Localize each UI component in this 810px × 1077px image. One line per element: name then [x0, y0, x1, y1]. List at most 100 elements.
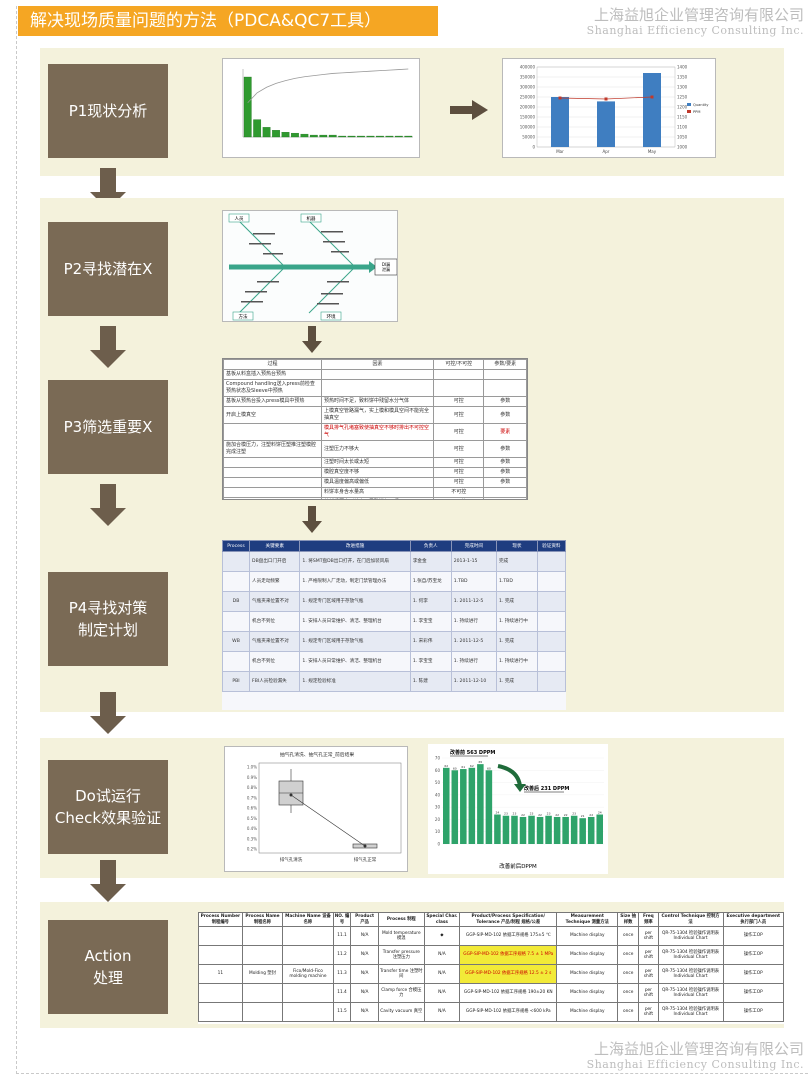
table-cell: 人员走动频繁 [249, 571, 301, 592]
table-row: 基板从料盒插入预热台预热 [223, 369, 527, 380]
column-header: Process Number 制程编号 [198, 912, 243, 927]
table-cell [321, 369, 434, 380]
fishbone-diagram: DI漏 泄漏 人员 机器 方法 环境 [222, 210, 398, 322]
pareto-bar [262, 127, 271, 138]
data-label: 24 [598, 811, 602, 815]
table-cell: 料饼本身含水量高 [321, 487, 434, 498]
y-tick-label: 0.9% [247, 775, 257, 780]
y-tick-label: 20 [435, 817, 441, 822]
legend-label: PPM [693, 110, 700, 114]
table-cell [198, 945, 243, 965]
pareto-bar [272, 130, 280, 138]
table-cell: Cavity vacuum 真空 [377, 1002, 425, 1022]
table-cell: 1. 完成 [495, 591, 538, 612]
down-arrow-icon [90, 692, 126, 734]
table-cell [483, 369, 527, 380]
table-row: Compound handling送入press前检查预热状态及Sleeve中预… [223, 379, 527, 397]
y2-tick-label: 1250 [677, 95, 688, 100]
pareto-bar [243, 76, 252, 138]
table-cell: 1. 持续进行中 [495, 651, 538, 672]
table-cell: GGP-SIP-MD-102 依据工序规格 <600 kPa [459, 1002, 558, 1022]
page-title: 解决现场质量问题的方法（PDCA&QC7工具） [18, 6, 438, 36]
table-cell: per shift [638, 983, 659, 1003]
mean-point [289, 793, 293, 797]
y-tick-label: 100000 [520, 125, 536, 130]
y-tick-label: 350000 [520, 75, 536, 80]
column-header: 可控/不可控 [432, 359, 485, 370]
table-cell: Mold temperature 模温 [377, 926, 425, 946]
after-label: 改善后 231 DPPM [524, 785, 569, 792]
table-cell: Transfer pressure 注塑压力 [377, 945, 425, 965]
table-cell: 1. 严格限制入厂走动，制定门禁管理办法 [299, 571, 411, 592]
table-row: 开启上模真空上模真空管路漏气，实上模和模具空间不能完全抽真空可控参数 [223, 406, 527, 424]
pareto-bar [328, 134, 337, 138]
dppm-bar [570, 815, 578, 844]
y-tick-label: 0 [532, 145, 535, 150]
table-cell: N/A [350, 945, 379, 965]
table-cell: 不可控 [432, 497, 485, 499]
step-p2: P2寻找潜在X [48, 222, 168, 316]
small-down-arrow-icon [302, 326, 322, 354]
column-header: Size 抽样数 [617, 912, 640, 927]
pareto-bar [253, 119, 262, 138]
y-tick-label: 0.6% [247, 806, 257, 811]
table-cell: 1. 规定专门区域用于存放气瓶 [299, 631, 411, 652]
table-cell: once [617, 945, 640, 965]
data-label: 62 [470, 764, 474, 768]
column-header: Executive department 执行部门人员 [722, 912, 784, 927]
table-cell: 参数 [483, 477, 527, 488]
table-cell: 完成 [495, 551, 538, 572]
table-cell [241, 926, 284, 946]
column-header: Freq 频率 [638, 912, 659, 927]
table-cell [282, 983, 334, 1003]
table-cell [222, 551, 251, 572]
y-tick-label: 0.8% [247, 785, 257, 790]
column-header: Control Technique 控制方法 [657, 912, 724, 927]
column-header: 因素 [321, 359, 434, 370]
legend-label: Quantity [693, 103, 709, 107]
table-cell: Machine display [556, 964, 619, 984]
x-tick-label: 排气孔清洗 [280, 856, 303, 863]
x-tick-label: May [648, 149, 657, 154]
table-cell [432, 379, 485, 397]
pareto-bar [300, 133, 309, 138]
column-header: Product 产品 [350, 912, 379, 927]
dppm-bar [596, 814, 603, 844]
table-cell: 预热时间不足，致料饼中残留水分气体 [321, 396, 434, 407]
table-cell: 操作工OP [722, 983, 784, 1003]
page-frame [16, 6, 808, 1074]
table-cell: N/A [423, 983, 461, 1003]
table-cell: 1. 完成 [495, 671, 538, 692]
table-cell: 11.4 [332, 983, 352, 1003]
y-tick-label: 0.3% [247, 836, 257, 841]
dppm-bar [528, 815, 535, 844]
company-name-cn: 上海益旭企业管理咨询有限公司 [593, 6, 804, 24]
table-cell: 1. 2011-12-5 [450, 591, 497, 612]
y-tick-label: 70 [435, 756, 441, 761]
data-label: 22 [521, 813, 525, 817]
table-row: 施加合模压力，注塑料饼压塑推注塑模腔完成注塑注塑压力不够大可控参数 [223, 440, 527, 458]
dppm-bar [536, 816, 544, 844]
table-cell [536, 651, 566, 672]
x-tick-label: Mar [556, 149, 564, 154]
data-label: 23 [504, 812, 508, 816]
company-name-en: Shanghai Efficiency Consulting Inc. [586, 1058, 804, 1071]
table-cell: once [617, 983, 640, 1003]
column-header: Process Name 制程名称 [241, 912, 284, 927]
mean-point [363, 844, 367, 848]
table-cell: 施加合模压力，注塑料饼压塑推注塑模腔完成注塑 [223, 440, 322, 458]
table-cell: once [617, 926, 640, 946]
boxplot-title: 抽气孔清洗、抽气孔正常_前后结果 [280, 751, 355, 758]
pareto-bar [338, 135, 347, 138]
step-p3: P3筛选重要X [48, 380, 168, 474]
